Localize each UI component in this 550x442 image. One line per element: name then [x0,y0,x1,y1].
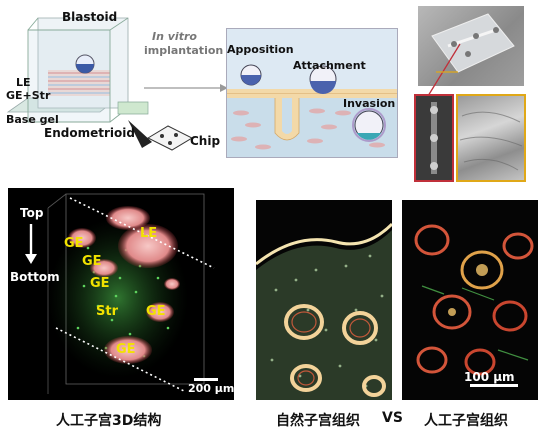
ge-str-label: GE+Str [6,89,51,102]
endometrioid-cube-diagram [6,17,194,151]
region-label-ge-3: GE [90,276,110,291]
confocal-3d-image [25,193,218,394]
caption-natural: 自然子宫组织 [276,413,360,429]
artificial-tissue-image: 100 μm [402,200,538,400]
scale-bar-label-100: 100 μm [464,370,515,384]
endometrioid-label: Endometrioid [44,126,135,140]
region-label-ge-2: GE [82,254,102,269]
region-label-ge-5: GE [116,342,136,357]
region-label-ge-4: GE [146,304,166,319]
chip-photo-drawing [431,13,515,73]
panel-3d: Top Bottom LE GE GE GE Str GE GE 200 μm [8,188,234,400]
channel-drawing [430,102,438,174]
chip-channel-inset [414,94,454,182]
implantation-stages-diagram [227,29,397,157]
tissue-closeup-inset [456,94,526,182]
implantation-arrow-group: In vitro implantation [142,30,232,100]
top-label: Top [20,206,44,220]
natural-tissue-image [256,200,392,400]
right-arrow-icon [144,84,228,92]
blastoid-label: Blastoid [62,10,118,24]
region-label-str: Str [96,304,118,319]
closeup-texture [459,111,523,171]
region-label-ge-1: GE [64,236,84,251]
scale-bar-label-3d: 200 μm [188,382,234,395]
le-label: LE [16,76,31,89]
attachment-label: Attachment [293,59,366,72]
chip-label: Chip [190,134,221,148]
chip-photo [418,6,524,86]
apposition-label: Apposition [227,43,294,56]
schematic-panel: Blastoid LE GE+Str Base gel Endometrioid… [0,0,230,170]
artificial-tissue-drawing [414,224,534,387]
arrow-line2: implantation [144,44,224,57]
bottom-label: Bottom [10,270,60,284]
invasion-label: Invasion [343,97,396,110]
natural-tissue-drawing [256,222,392,400]
caption-artificial: 人工子宫组织 [424,413,508,429]
caption-vs: VS [382,410,403,426]
arrow-line1: In vitro [152,30,197,43]
region-label-le: LE [140,226,158,241]
callout-lines [427,43,461,97]
caption-3d: 人工子宫3D结构 [56,413,162,429]
base-gel-label: Base gel [6,113,59,126]
stages-panel: Apposition Attachment Invasion [226,28,398,158]
